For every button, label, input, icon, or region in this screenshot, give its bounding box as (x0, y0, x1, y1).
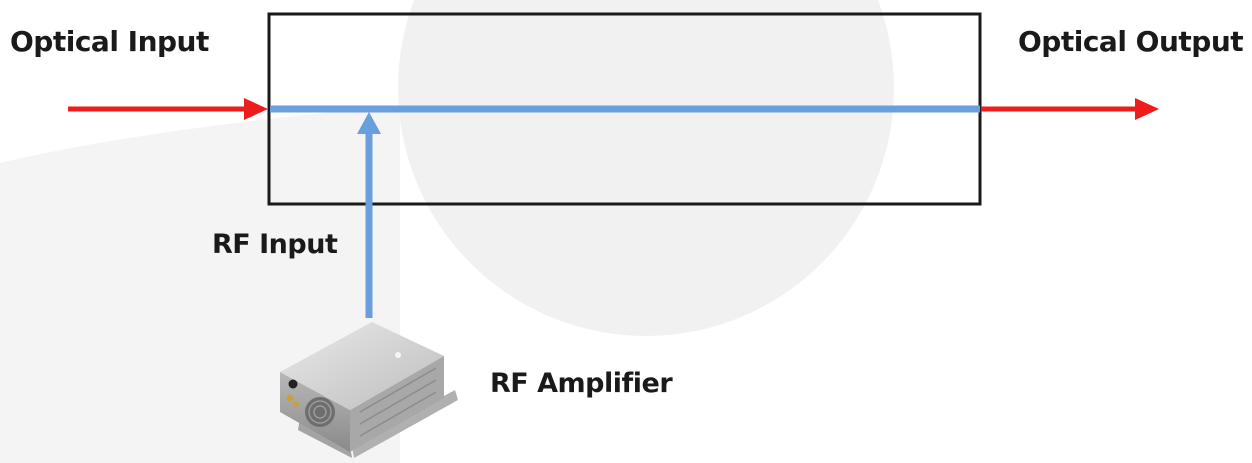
background-circle (398, 0, 894, 336)
optical-input-arrowhead (244, 98, 268, 120)
rf-input-label: RF Input (212, 229, 338, 260)
rf-amplifier-label: RF Amplifier (490, 368, 673, 399)
optical-input-label: Optical Input (10, 25, 209, 58)
rf-input-arrowhead (357, 112, 381, 134)
optical-output-label: Optical Output (1018, 25, 1244, 58)
rf-amplifier-icon (280, 322, 458, 458)
optical-output-arrowhead (1135, 98, 1159, 120)
